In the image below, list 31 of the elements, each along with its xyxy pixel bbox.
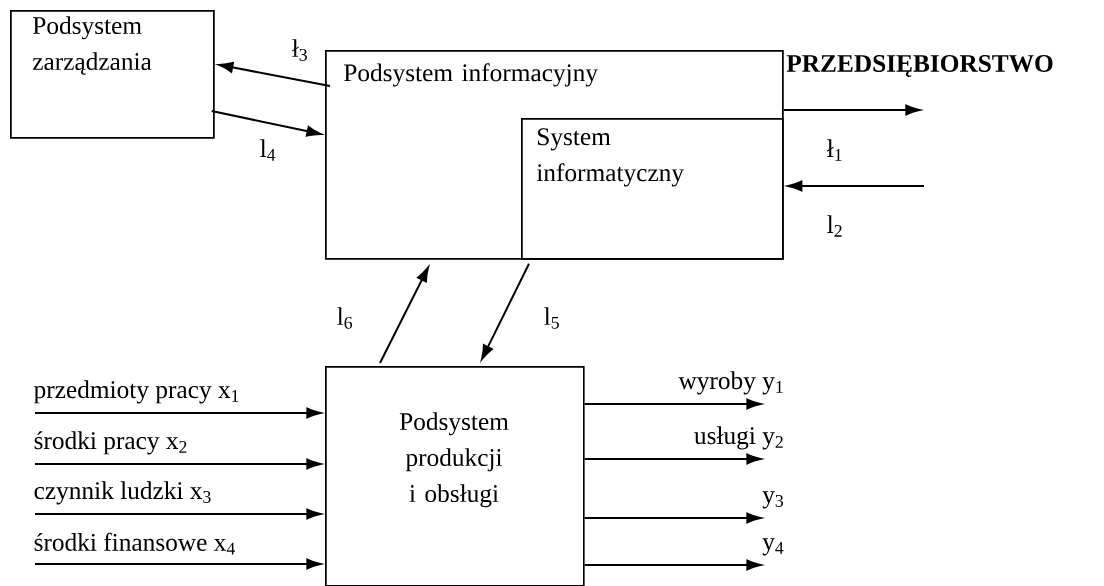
edge-label: y$_{3}$ (760, 490, 786, 510)
arrow (34, 407, 322, 419)
edge-label: l$_{4}$ (258, 138, 278, 162)
edge-label: czynnik ludzki x$_{3}$ (32, 480, 214, 506)
arrow (210, 110, 322, 137)
heading: PRZEDSIĘBIORSTWO (786, 54, 1053, 78)
process-box: System informatyczny (521, 118, 784, 260)
arrow (218, 62, 331, 87)
edge-label: ł$_{3}$ (290, 37, 310, 63)
arrow (34, 508, 322, 520)
edge-label: y$_{4}$ (760, 537, 786, 557)
arrow (583, 559, 762, 571)
edge-label: usługi y$_{2}$ (692, 425, 786, 451)
arrow (34, 558, 322, 570)
arrow (481, 262, 530, 360)
edge-label: l$_{2}$ (825, 214, 845, 239)
arrow (782, 104, 921, 116)
edge-label: l$_{6}$ (335, 305, 355, 331)
edge-label: wyroby y$_{1}$ (677, 370, 786, 396)
edge-label: środki pracy x$_{2}$ (32, 430, 190, 456)
arrow (787, 180, 925, 192)
edge-label: przedmioty pracy x$_{1}$ (32, 379, 242, 405)
process-box: Podsystem produkcji i obsługi (325, 366, 585, 586)
arrow (583, 453, 762, 465)
edge-label: środki finansowe x$_{4}$ (32, 531, 238, 556)
edge-label: l$_{5}$ (542, 305, 562, 331)
process-box: Podsystem zarządzania (10, 10, 215, 139)
arrow (34, 458, 322, 470)
edge-label: ł$_{1}$ (825, 138, 845, 162)
arrow (583, 398, 762, 410)
arrow (583, 512, 762, 524)
